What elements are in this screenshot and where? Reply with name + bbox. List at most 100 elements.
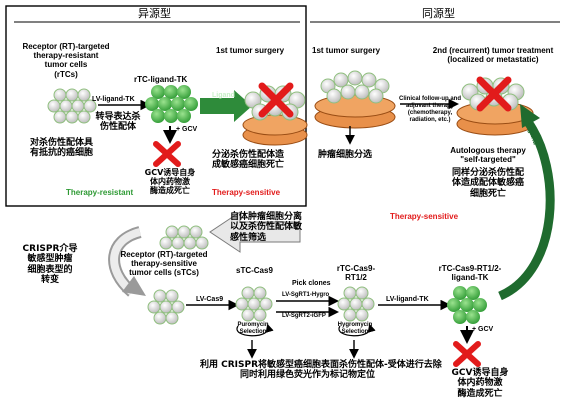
- puro-line-2: Selection: [239, 328, 267, 335]
- puro-line-1: Puromycin: [237, 322, 269, 328]
- stc-title-line-1: Receptor (RT)-targeted: [120, 250, 208, 259]
- secrete-note: 分泌杀伤性配体造 成敏感癌细胞死亡: [212, 150, 284, 171]
- tumor-sep-note: 肿瘤细胞分选: [318, 150, 373, 160]
- bottom-cluster-1: [147, 289, 185, 325]
- bottom-cluster-3: [337, 286, 375, 322]
- resistant-note: 对杀伤性配体具 有抵抗的癌细胞: [30, 138, 93, 159]
- gcv-death-bottom-line-2: 体内药物激: [457, 378, 503, 389]
- same-line-2: 体造成配体敏感癌: [451, 178, 524, 189]
- rtc-ligand-tk-title: rTC-ligand-TK: [134, 75, 188, 84]
- gcv-death-note-bottom: GCV诱导自身 体内药物激 酶造成死亡: [444, 368, 516, 399]
- first-surgery-left: 1st tumor surgery: [216, 46, 285, 55]
- auto-line-1: Autologous therapy: [450, 146, 526, 155]
- stc-title-line-3: tumor cells (sTCs): [129, 268, 199, 278]
- self-sep-line-2: 以及杀伤性配体敏: [230, 222, 303, 233]
- same-line-1: 同样分泌杀伤性配: [451, 168, 524, 178]
- second-treatment-line-2: (localized or metastatic): [447, 55, 539, 65]
- gcv-death-bottom-line-3: 酶造成死亡: [457, 388, 503, 399]
- hygro-line-1: Hygromycin: [337, 322, 373, 328]
- tumor-right-x: [476, 76, 512, 112]
- gcv-label-left: + GCV: [176, 126, 198, 133]
- transduce-line-1: 转导表达杀: [95, 112, 141, 122]
- hygro-line-2: Selection: [341, 328, 369, 335]
- grey-arrow-left: [209, 211, 301, 253]
- stc-cas9-title: sTC-Cas9: [236, 266, 273, 275]
- gcv-death-left-line-3: 酶造成死亡: [150, 186, 190, 196]
- rtc-final-line-2: ligand-TK: [451, 273, 489, 283]
- puromycin-label: Puromycin Selection: [228, 322, 278, 336]
- self-sep-note: 自体肿瘤细胞分离 以及杀伤性配体敏 感性筛选: [230, 212, 302, 243]
- followup-line-4: radiation, etc.): [409, 116, 451, 123]
- rtc-final-line-1: rTC-Cas9-RT1/2-: [438, 264, 502, 273]
- followup-line-3: (chemotherapy,: [407, 109, 453, 116]
- self-sep-line-1: 自体肿瘤细胞分离: [230, 212, 303, 222]
- auto-line-2: "self-targeted": [460, 155, 516, 165]
- rtc-cell-cluster: [47, 88, 97, 124]
- header-allogeneic: 异源型: [138, 7, 171, 20]
- lv-ligand-tk-label: LV-ligand-TK: [92, 96, 135, 103]
- followup-note: Clinical follow-up and adjuvant therapy …: [388, 96, 472, 124]
- secrete-line-1: 分泌杀伤性配体造: [212, 150, 285, 160]
- crispr-bottom-line-1: 利用 CRISPR将敏感型癌细胞表面杀伤性配体-受体进行去除: [200, 360, 442, 370]
- rtc-title-line-4: (rTCs): [54, 69, 78, 79]
- bottom-cluster-2: [235, 286, 273, 322]
- bottom-cluster-4-green: [447, 286, 487, 324]
- gcv-death-left-line-1: GCV诱导自身: [144, 168, 196, 177]
- hygromycin-label: Hygromycin Selection: [330, 322, 380, 336]
- therapy-sensitive-label-left: Therapy-sensitive: [212, 188, 281, 197]
- second-treatment-title: 2nd (recurrent) tumor treatment (localiz…: [418, 46, 568, 64]
- same-secrete-note: 同样分泌杀伤性配 体造成配体敏感癌 细胞死亡: [436, 168, 540, 199]
- resistant-note-line-2: 有抵抗的癌细胞: [30, 148, 94, 159]
- gcv-death-bottom-line-1: GCV诱导自身: [451, 368, 509, 378]
- crispr-line-2: 敏感型肿瘤: [27, 254, 73, 265]
- gcv-label-bottom: + GCV: [472, 326, 494, 333]
- gcv-death-note-left: GCV诱导自身 体内药物激 酶造成死亡: [140, 168, 200, 196]
- therapy-resistant-label: Therapy-resistant: [66, 188, 134, 197]
- crispr-bottom-line-2: 同时利用绿色荧光作为标记物定位: [240, 370, 376, 381]
- ligand-arrow-left: [200, 90, 252, 122]
- resistant-note-line-1: 对杀伤性配体具: [30, 138, 94, 148]
- rtc-title-line-1: Receptor (RT)-targeted: [22, 42, 110, 51]
- rtc-cas9-title: rTC-Cas9- RT1/2: [326, 264, 386, 282]
- lv-ligand-bottom-label: LV-ligand-TK: [386, 296, 429, 303]
- same-line-3: 细胞死亡: [469, 188, 506, 199]
- crispr-line-4: 转变: [40, 275, 59, 286]
- rtc-ligand-tk-cluster: [145, 85, 198, 123]
- rtc-title-line-3: tumor cells: [44, 60, 88, 70]
- rtc-title-line-2: therapy-resistant: [33, 51, 99, 61]
- second-treatment-line-1: 2nd (recurrent) tumor treatment: [432, 46, 554, 55]
- transduce-note: 转导表达杀 伤性配体: [88, 112, 148, 133]
- first-surgery-right: 1st tumor surgery: [312, 46, 381, 55]
- secrete-line-2: 成敏感癌细胞死亡: [212, 160, 285, 171]
- allogeneic-panel-frame: [5, 5, 307, 207]
- crispr-bottom-note: 利用 CRISPR将敏感型癌细胞表面杀伤性配体-受体进行去除 同时利用绿色荧光作…: [200, 360, 442, 381]
- rtc-cas9-line-2: RT1/2: [345, 273, 367, 283]
- rtc-title: Receptor (RT)-targeted therapy-resistant…: [6, 42, 126, 79]
- self-sep-line-3: 感性筛选: [230, 232, 267, 243]
- crispr-note: CRISPR介导 敏感型肿瘤 细胞表型的 转变: [14, 244, 86, 285]
- rtc-cas9-line-1: rTC-Cas9-: [336, 264, 376, 273]
- stc-title-line-2: therapy-sensitive: [131, 259, 197, 269]
- crispr-line-1: CRISPR介导: [22, 244, 78, 254]
- autologous-therapy-title: Autologous therapy "self-targeted": [438, 146, 538, 164]
- rtc-final-title: rTC-Cas9-RT1/2- ligand-TK: [428, 264, 512, 282]
- ligand-label-left: Ligand: [212, 92, 235, 99]
- tumor-left-x: [258, 82, 294, 118]
- header-autologous: 同源型: [422, 7, 455, 20]
- followup-line-2: adjuvant therapy: [405, 102, 454, 109]
- transduce-line-2: 伤性配体: [99, 122, 136, 133]
- lv-cas9-label: LV-Cas9: [196, 296, 224, 303]
- gcv-death-left-line-2: 体内药物激: [150, 177, 190, 187]
- gcv-death-x-bottom: [453, 341, 481, 367]
- stc-cell-cluster: [159, 225, 209, 250]
- lv-sgrt2-label: LV-SgRT2-iGFP: [282, 313, 326, 319]
- ligand-curved-arrow: [498, 119, 555, 301]
- lv-sgrt1-label: LV-SgRT1-Hygro: [282, 292, 330, 298]
- crispr-line-3: 细胞表型的: [27, 264, 73, 275]
- tumor-right-1: [314, 70, 396, 129]
- pick-clones-label: Pick clones: [292, 280, 331, 287]
- followup-line-1: Clinical follow-up and: [399, 96, 461, 102]
- gcv-death-x-left: [153, 141, 181, 167]
- therapy-sensitive-label-right: Therapy-sensitive: [390, 212, 459, 221]
